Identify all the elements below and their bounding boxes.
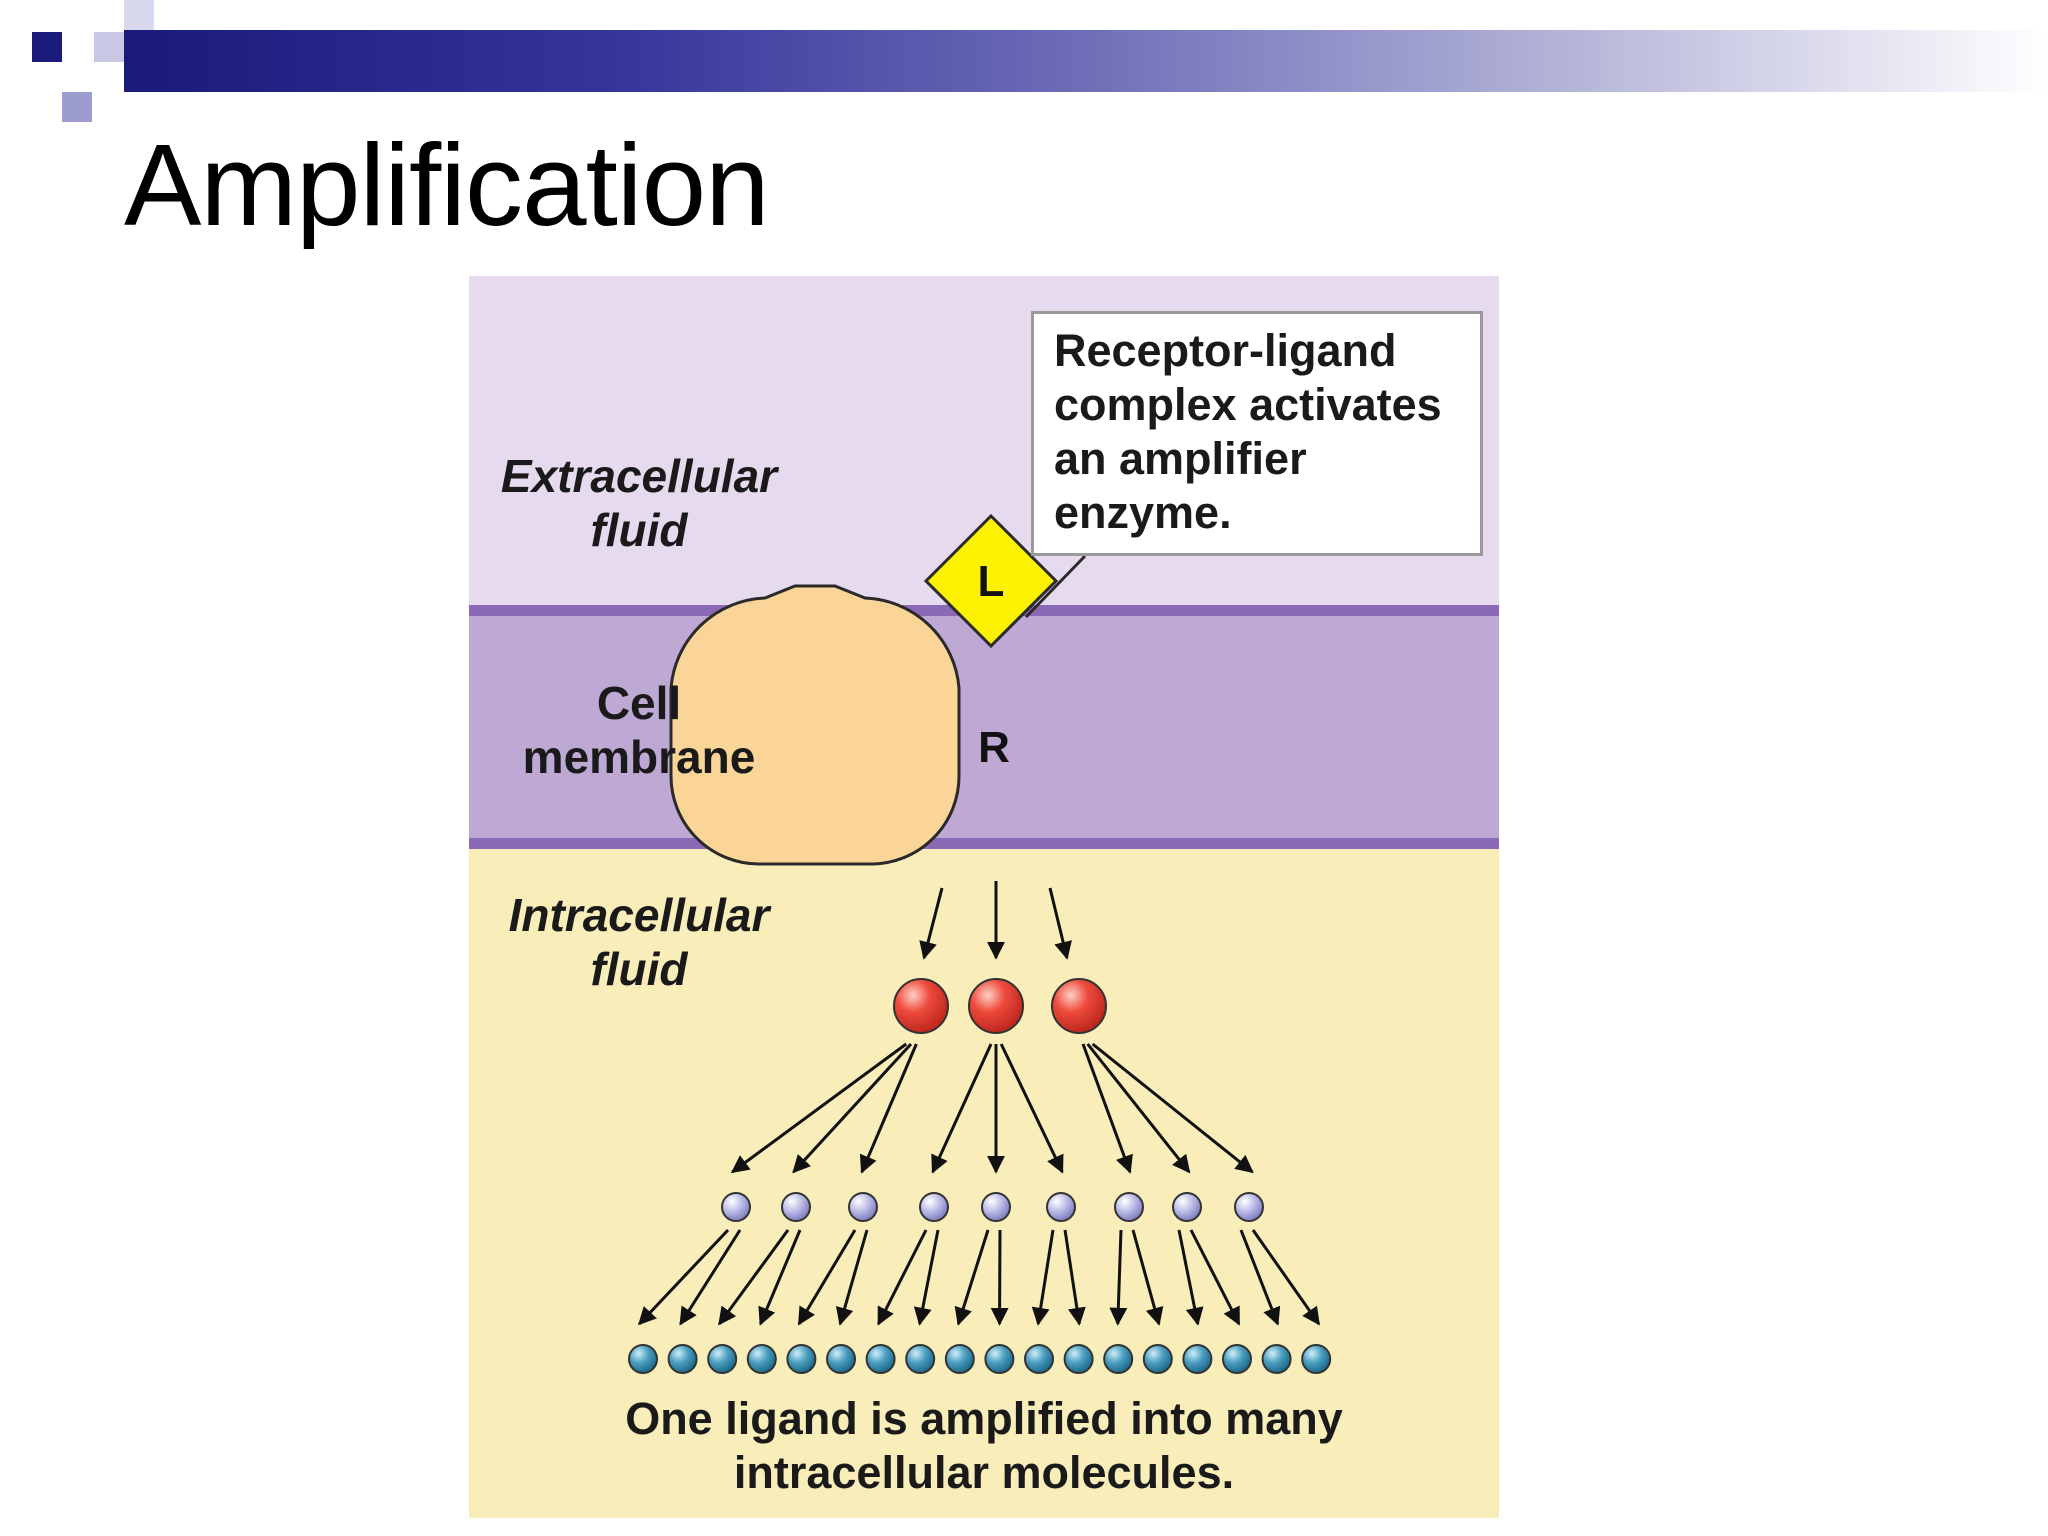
product-molecule <box>905 1344 936 1374</box>
intermediate-to-product-arrow <box>1177 1229 1204 1326</box>
product-molecule <box>1024 1344 1054 1374</box>
enzyme-to-intermediate-arrow <box>1081 1043 1133 1174</box>
enzyme-to-intermediate-arrow <box>792 1042 913 1174</box>
amplifier-enzyme-molecule <box>968 978 1024 1034</box>
product-molecule <box>786 1344 817 1374</box>
receptor-to-enzyme-arrow <box>1048 887 1072 960</box>
intermediate-to-product-arrow <box>1239 1229 1281 1326</box>
intermediate-to-product-arrow <box>1031 1229 1055 1326</box>
membrane-bottom-edge <box>469 838 1499 849</box>
cell-membrane-region <box>469 608 1499 848</box>
intermediate-molecule <box>1046 1192 1076 1222</box>
intermediate-to-product-arrow <box>1063 1229 1086 1326</box>
header-band <box>124 30 2048 92</box>
intermediate-to-product-arrow <box>797 1229 857 1326</box>
intermediate-molecule <box>721 1192 751 1222</box>
amplifier-enzyme-molecule <box>1051 978 1107 1034</box>
intermediate-to-product-arrow <box>954 1229 990 1326</box>
intermediate-molecule <box>1172 1192 1202 1222</box>
product-molecule <box>707 1344 738 1374</box>
product-molecule <box>1103 1344 1134 1374</box>
callout-box: Receptor-ligand complex activates an amp… <box>1031 311 1483 556</box>
product-molecule <box>865 1344 896 1374</box>
intermediate-to-product-arrow <box>913 1229 940 1326</box>
extracellular-fluid-label: Extracellular fluid <box>500 450 778 556</box>
caption: One ligand is amplified into many intrac… <box>625 1393 1343 1498</box>
amplifier-enzyme-molecule <box>893 978 949 1034</box>
callout-text: Receptor-ligand complex activates an amp… <box>1054 325 1442 538</box>
product-molecule <box>1261 1344 1292 1374</box>
intermediate-to-product-arrow <box>877 1229 928 1326</box>
product-molecule <box>826 1344 856 1374</box>
product-molecule <box>667 1344 698 1374</box>
intermediate-to-product-arrow <box>758 1229 802 1326</box>
intermediate-to-product-arrow <box>1109 1229 1128 1326</box>
enzyme-to-intermediate-arrow <box>1086 1043 1191 1174</box>
intermediate-molecule <box>781 1192 811 1222</box>
ligand-diamond <box>923 513 1059 649</box>
arrow-group <box>638 881 1321 1326</box>
enzyme-to-intermediate-arrow <box>999 1043 1064 1174</box>
receptor-label: R <box>978 723 1010 772</box>
header-square-lavender <box>94 32 124 62</box>
intracellular-fluid-label: Intracellular fluid <box>508 889 770 995</box>
product-molecule <box>1301 1344 1332 1374</box>
intermediate-to-product-arrow <box>1131 1229 1164 1326</box>
header-square-dark <box>32 32 62 62</box>
enzyme-to-intermediate-arrow <box>931 1043 993 1174</box>
intermediate-molecule <box>848 1192 878 1222</box>
product-molecule <box>984 1344 1015 1374</box>
intermediate-to-product-arrow <box>638 1228 730 1326</box>
product-molecule <box>1063 1344 1094 1374</box>
product-molecule <box>1222 1344 1252 1374</box>
intermediate-molecule <box>919 1192 949 1222</box>
intermediate-molecule <box>981 1192 1011 1222</box>
receptor-to-enzyme-arrow <box>919 887 944 960</box>
header-square-mid <box>62 92 92 122</box>
intermediate-molecule <box>1114 1192 1144 1222</box>
cell-membrane-label: Cell membrane <box>522 677 756 783</box>
product-molecule <box>1182 1344 1213 1374</box>
receptor-shape <box>669 584 961 866</box>
page-title: Amplification <box>124 120 770 250</box>
header-square-light <box>62 0 94 30</box>
product-molecule <box>1142 1344 1173 1374</box>
intermediate-to-product-arrow <box>718 1229 790 1326</box>
molecule-group <box>628 978 1332 1374</box>
intermediate-molecule <box>1234 1192 1264 1222</box>
intermediate-to-product-arrow <box>1251 1229 1321 1326</box>
ligand-label: L <box>978 557 1005 606</box>
enzyme-to-intermediate-arrow <box>1091 1042 1254 1174</box>
product-molecule <box>628 1344 658 1374</box>
intracellular-region <box>469 848 1499 1518</box>
intermediate-to-product-arrow <box>1189 1229 1241 1326</box>
enzyme-to-intermediate-arrow <box>730 1042 908 1174</box>
header-square-pale <box>124 0 154 30</box>
product-molecule <box>944 1344 975 1374</box>
product-molecule <box>746 1344 777 1374</box>
enzyme-to-intermediate-arrow <box>859 1043 918 1174</box>
amplification-figure: L R Extracellular fluid Cell membrane In… <box>469 276 1499 1518</box>
callout-leader-line <box>1024 554 1087 619</box>
intermediate-to-product-arrow <box>835 1229 869 1326</box>
intermediate-to-product-arrow <box>679 1229 742 1326</box>
